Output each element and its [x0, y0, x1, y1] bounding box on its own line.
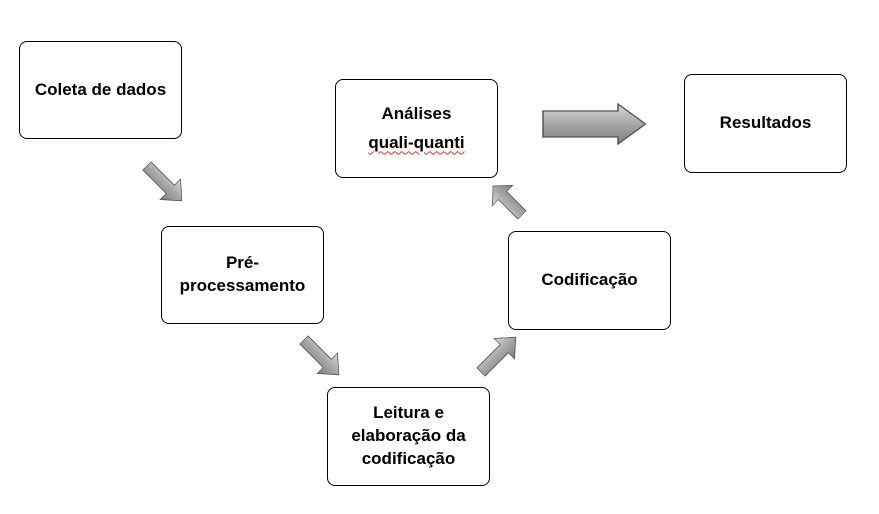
- step-coleta-de-dados: Coleta de dados: [19, 41, 182, 139]
- step-analises-quali-quanti: Análises quali-quanti: [335, 79, 498, 178]
- step-leitura-line2: elaboração da: [351, 426, 466, 446]
- step-codificacao-label: Codificação: [541, 270, 638, 290]
- step-pre-text: Pré- processamento: [180, 252, 306, 298]
- step-leitura-line3: codificação: [361, 448, 456, 468]
- arrow-codificacao-to-analises: [491, 184, 527, 220]
- step-pre-line2: processamento: [179, 276, 306, 295]
- step-resultados: Resultados: [684, 74, 847, 173]
- step-pre-processamento: Pré- processamento: [161, 226, 324, 324]
- arrow-coleta-to-pre: [142, 161, 183, 202]
- arrow-leitura-to-codificacao: [476, 336, 517, 377]
- step-pre-line1: Pré-: [225, 253, 260, 273]
- step-analises-line2: quali-quanti: [368, 132, 465, 152]
- step-leitura-e-elaboracao: Leitura e elaboração da codificação: [327, 387, 490, 486]
- step-analises-text: Análises quali-quanti: [368, 100, 464, 158]
- step-resultados-label: Resultados: [719, 113, 812, 133]
- arrow-analises-to-resultados: [542, 102, 647, 146]
- step-leitura-line1: Leitura e: [373, 403, 444, 423]
- arrow-pre-to-leitura: [299, 335, 340, 376]
- step-analises-line1: Análises: [381, 103, 452, 123]
- step-leitura-text: Leitura e elaboração da codificação: [351, 402, 465, 471]
- step-codificacao: Codificação: [508, 231, 671, 330]
- step-coleta-label: Coleta de dados: [34, 79, 167, 99]
